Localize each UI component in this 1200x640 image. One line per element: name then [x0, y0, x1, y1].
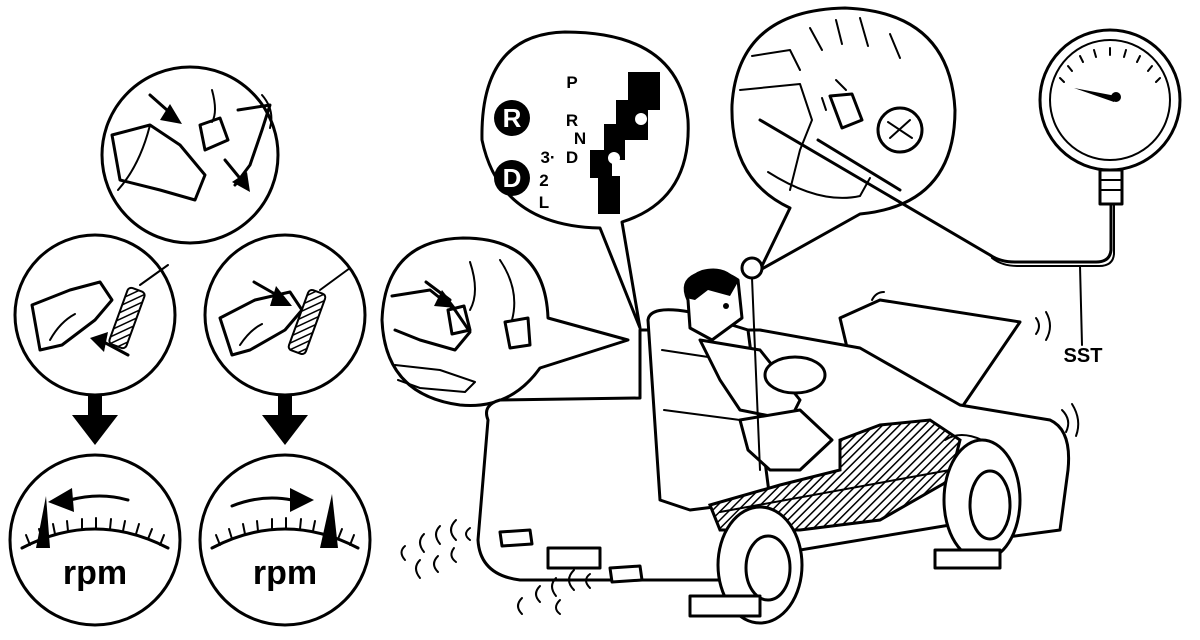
shift-gate: [590, 72, 660, 214]
arrow-icon: [424, 280, 456, 308]
arrow-right-icon: [230, 488, 314, 512]
position-3: 3·: [540, 148, 555, 167]
brake-pedal-callout: [100, 65, 280, 245]
arrow-icon: [223, 158, 250, 192]
svg-text:D: D: [503, 163, 522, 193]
position-d: D: [566, 148, 578, 167]
exhaust-pipe: [608, 564, 644, 584]
brake-hold-callout: [380, 236, 630, 408]
driver-figure: [683, 268, 834, 472]
accelerator-release-callout: [13, 233, 177, 397]
shift-position-callout: R D P R N 3· D 2 L: [480, 30, 690, 330]
tachometer-right: rpm: [198, 453, 372, 627]
tachometer-left: rpm: [8, 453, 182, 627]
position-r: R: [566, 111, 578, 130]
position-2: 2: [539, 171, 548, 190]
needle-icon: [1074, 88, 1116, 102]
car-illustration: [400, 256, 1080, 625]
exhaust-pipe: [498, 528, 534, 548]
svg-text:R: R: [503, 103, 522, 133]
rear-wheel: [716, 505, 804, 625]
arrow-down-icon: [262, 395, 308, 445]
position-p: P: [566, 73, 577, 92]
rpm-label: rpm: [253, 554, 317, 592]
reverse-badge: [494, 100, 530, 136]
wheel-chock: [688, 594, 762, 618]
arrow-down-icon: [72, 395, 118, 445]
arrow-icon: [252, 280, 292, 306]
engine-port-callout: [730, 6, 957, 272]
position-n: N: [574, 129, 586, 148]
oil-pressure-gauge: SST: [758, 28, 1182, 367]
wheel-chock: [933, 548, 1002, 570]
wheel-chock: [546, 546, 602, 570]
drive-badge: [494, 160, 530, 196]
accelerator-press-callout: [203, 233, 367, 397]
arrow-icon: [148, 93, 182, 124]
needle-icon: [320, 494, 338, 548]
position-l: L: [539, 193, 549, 212]
sst-label: SST: [1064, 345, 1103, 367]
front-wheel: [942, 434, 1022, 562]
needle-icon: [36, 496, 50, 548]
steering-wheel: [763, 355, 827, 395]
arrow-icon: [90, 332, 130, 357]
gate-marker-r: [635, 113, 647, 125]
gauge-hose: [758, 118, 1113, 264]
gate-marker-d: [608, 152, 620, 164]
exhaust-smoke-icon: [400, 519, 591, 615]
arrow-left-icon: [48, 488, 130, 512]
rpm-label: rpm: [63, 554, 127, 592]
